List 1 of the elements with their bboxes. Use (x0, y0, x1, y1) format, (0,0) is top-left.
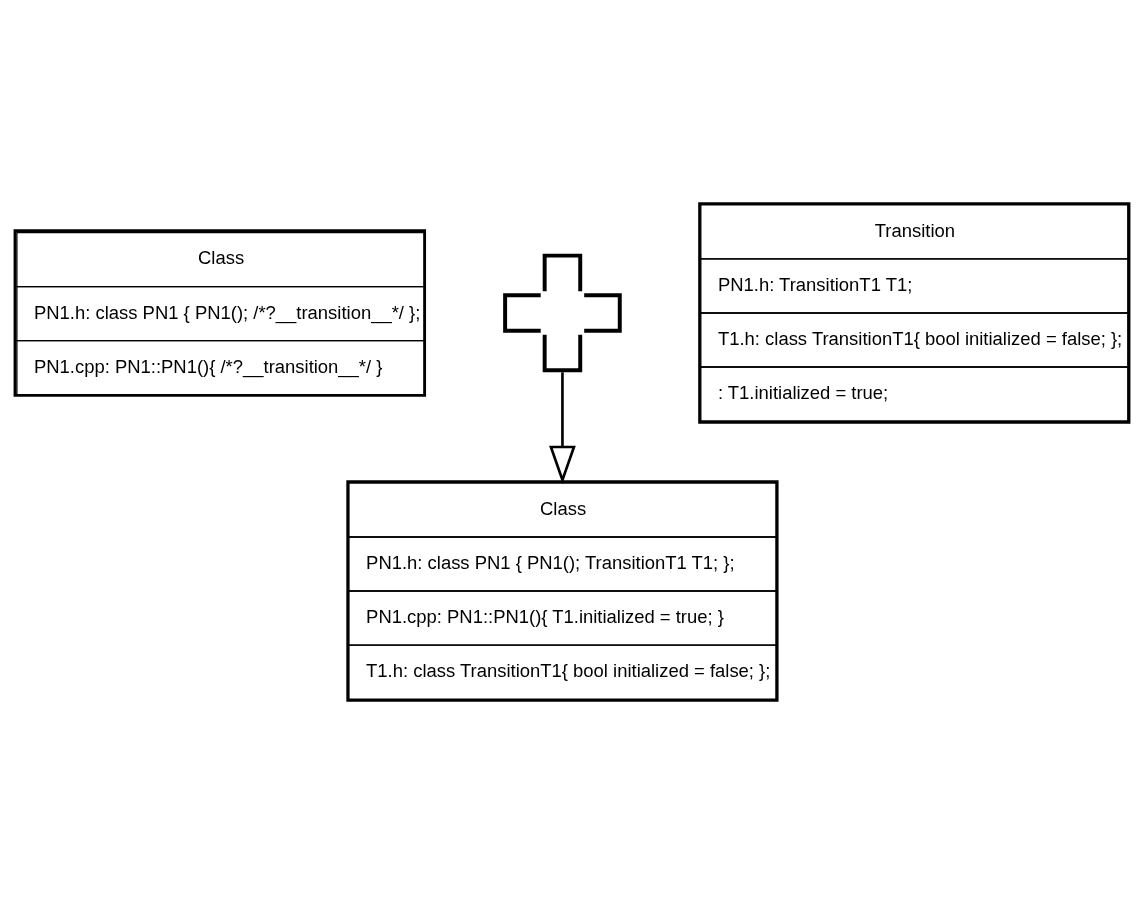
arrow (549, 372, 576, 484)
